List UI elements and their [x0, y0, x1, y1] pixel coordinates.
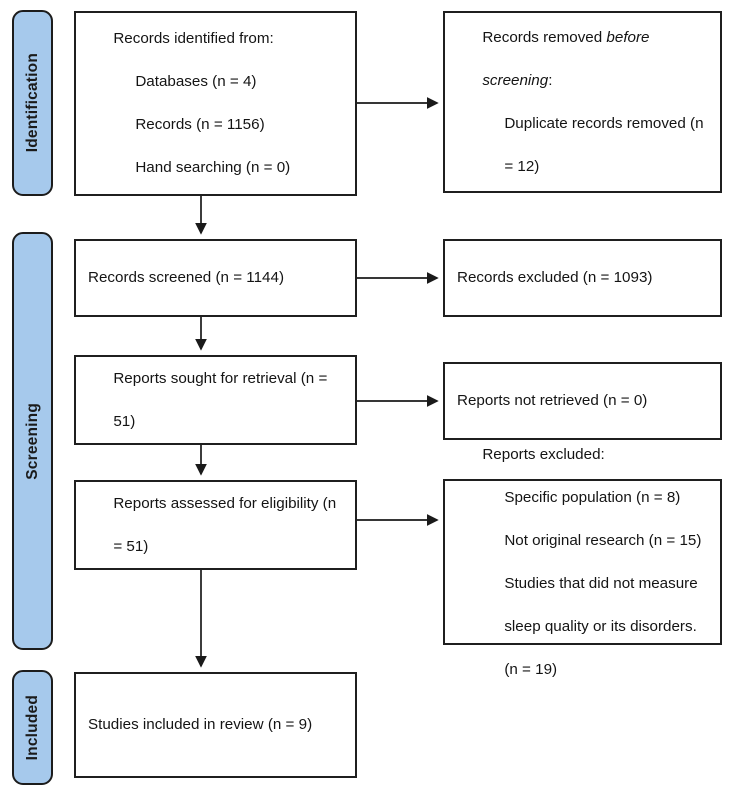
reports-excluded-line2: Specific population (n = 8) — [504, 488, 681, 506]
box-records-removed-text: Records removed before screening: Duplic… — [445, 5, 714, 199]
reports-sought-line1: Reports sought for retrieval (n = — [113, 369, 328, 387]
box-records-identified-text: Records identified from: Databases (n = … — [76, 7, 300, 201]
reports-excluded-line1: Reports excluded: — [482, 445, 605, 463]
box-reports-assessed-text: Reports assessed for eligibility (n = 51… — [76, 471, 346, 579]
box-studies-included-text: Studies included in review (n = 9) — [88, 716, 313, 734]
records-identified-line2: Databases (n = 4) — [135, 73, 257, 91]
records-identified-line1: Records identified from: — [113, 30, 274, 48]
box-records-identified: Records identified from: Databases (n = … — [74, 11, 357, 196]
box-reports-not-retrieved-text: Reports not retrieved (n = 0) — [457, 392, 648, 410]
reports-excluded-line4: Studies that did not measure — [504, 574, 698, 592]
box-reports-excluded-text: Reports excluded: Specific population (n… — [445, 422, 711, 702]
stage-tab-screening: Screening — [12, 232, 53, 650]
box-reports-excluded: Reports excluded: Specific population (n… — [443, 446, 722, 678]
records-identified-line4: Hand searching (n = 0) — [135, 159, 291, 177]
records-identified-line3: Records (n = 1156) — [135, 116, 265, 134]
records-removed-line1-italic: before — [606, 28, 650, 46]
box-studies-included: Studies included in review (n = 9) — [74, 672, 357, 778]
box-records-screened-text: Records screened (n = 1144) — [88, 269, 284, 287]
box-reports-assessed: Reports assessed for eligibility (n = 51… — [74, 480, 357, 570]
reports-excluded-line3: Not original research (n = 15) — [504, 531, 702, 549]
stage-tab-identification: Identification — [12, 10, 53, 196]
records-removed-line4: = 12) — [504, 157, 540, 175]
records-removed-line2: : — [548, 71, 553, 89]
stage-tab-included-label: Included — [23, 694, 41, 761]
stage-tab-identification-label: Identification — [23, 53, 41, 153]
records-removed-line3: Duplicate records removed (n — [504, 114, 704, 132]
records-removed-line1: Records removed — [482, 28, 607, 46]
reports-excluded-line5: sleep quality or its disorders. — [504, 617, 697, 635]
records-removed-line2-italic: screening — [482, 71, 549, 89]
reports-assessed-line2: = 51) — [113, 537, 149, 555]
stage-tab-included: Included — [12, 670, 53, 785]
box-records-removed: Records removed before screening: Duplic… — [443, 11, 722, 193]
box-records-screened: Records screened (n = 1144) — [74, 239, 357, 317]
box-reports-not-retrieved: Reports not retrieved (n = 0) — [443, 362, 722, 440]
box-reports-sought-text: Reports sought for retrieval (n = 51) — [76, 346, 337, 454]
box-reports-sought: Reports sought for retrieval (n = 51) — [74, 355, 357, 445]
reports-sought-line2: 51) — [113, 412, 136, 430]
box-records-excluded: Records excluded (n = 1093) — [443, 239, 722, 317]
reports-assessed-line1: Reports assessed for eligibility (n — [113, 494, 337, 512]
box-records-excluded-text: Records excluded (n = 1093) — [457, 269, 653, 287]
stage-tab-screening-label: Screening — [23, 402, 41, 480]
reports-excluded-line6: (n = 19) — [504, 660, 558, 678]
